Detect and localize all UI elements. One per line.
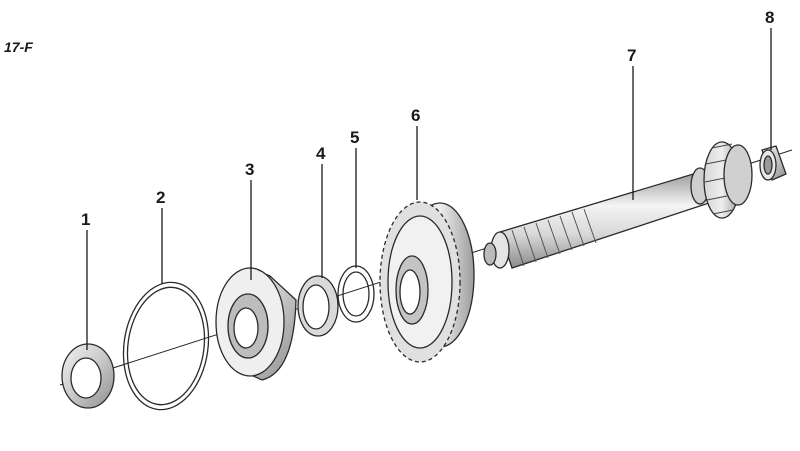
callout-4: 4 <box>316 144 326 163</box>
callout-8: 8 <box>765 8 774 27</box>
bushing <box>759 145 787 181</box>
callout-5: 5 <box>350 128 359 147</box>
bearing-ring <box>61 343 115 409</box>
callout-7: 7 <box>627 46 636 65</box>
callout-2: 2 <box>156 188 165 207</box>
main-shaft <box>483 141 753 269</box>
snap-ring <box>337 265 375 323</box>
figure-tag: 17-F <box>4 39 33 55</box>
callout-3: 3 <box>245 160 254 179</box>
thin-ring <box>297 275 339 337</box>
callout-6: 6 <box>411 106 420 125</box>
split-ring <box>122 281 210 411</box>
bearing-carrier <box>215 267 297 381</box>
callout-1: 1 <box>81 210 90 229</box>
gear <box>379 201 475 363</box>
